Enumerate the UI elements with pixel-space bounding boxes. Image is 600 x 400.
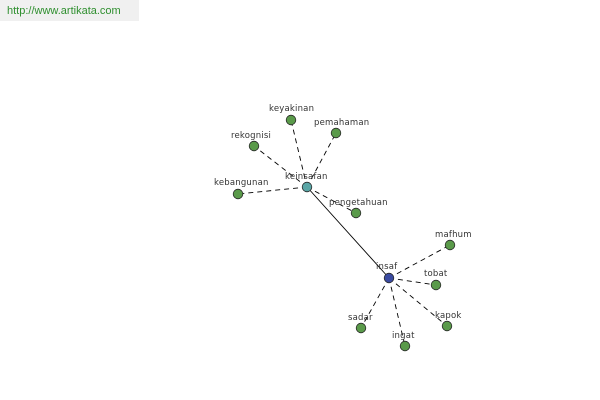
node-insaf[interactable] [383, 272, 395, 284]
node-kebangunan[interactable] [232, 188, 244, 200]
edge-keinsafan-keyakinan [290, 119, 308, 188]
edge-keinsafan-pemahaman [306, 132, 337, 188]
node-sadar[interactable] [355, 322, 367, 334]
edge-insaf-tobat [388, 277, 437, 286]
edge-insaf-ingat [388, 277, 406, 347]
node-tobat[interactable] [430, 279, 442, 291]
node-mafhum[interactable] [444, 239, 456, 251]
edge-keinsafan-pengetahuan [306, 186, 357, 214]
edge-insaf-sadar [360, 277, 390, 329]
node-label-rekognisi: rekognisi [231, 131, 271, 141]
node-label-ingat: ingat [392, 331, 415, 341]
node-kapok[interactable] [441, 320, 453, 332]
node-rekognisi[interactable] [248, 140, 260, 152]
edge-keinsafan-insaf [306, 186, 390, 279]
node-ingat[interactable] [399, 340, 411, 352]
edge-insaf-kapok [388, 277, 448, 327]
node-label-pengetahuan: pengetahuan [329, 198, 388, 208]
node-label-insaf: insaf [376, 262, 398, 272]
edge-insaf-mafhum [388, 244, 451, 279]
node-label-keinsafan: keinsafan [285, 172, 328, 182]
source-url-link[interactable]: http://www.artikata.com [7, 5, 121, 17]
node-label-mafhum: mafhum [435, 230, 472, 240]
node-label-kapok: kapok [435, 311, 462, 321]
node-keyakinan[interactable] [285, 114, 297, 126]
node-label-tobat: tobat [424, 269, 448, 279]
node-pengetahuan[interactable] [350, 207, 362, 219]
node-label-pemahaman: pemahaman [314, 118, 369, 128]
node-label-keyakinan: keyakinan [269, 104, 314, 114]
edge-layer [237, 119, 451, 347]
edge-keinsafan-kebangunan [237, 186, 308, 195]
edge-keinsafan-rekognisi [253, 145, 308, 188]
node-keinsafan[interactable] [301, 181, 313, 193]
node-pemahaman[interactable] [330, 127, 342, 139]
source-url-bar: http://www.artikata.com [0, 0, 139, 21]
node-layer [232, 114, 456, 352]
node-label-sadar: sadar [348, 313, 373, 323]
node-label-kebangunan: kebangunan [214, 178, 269, 188]
